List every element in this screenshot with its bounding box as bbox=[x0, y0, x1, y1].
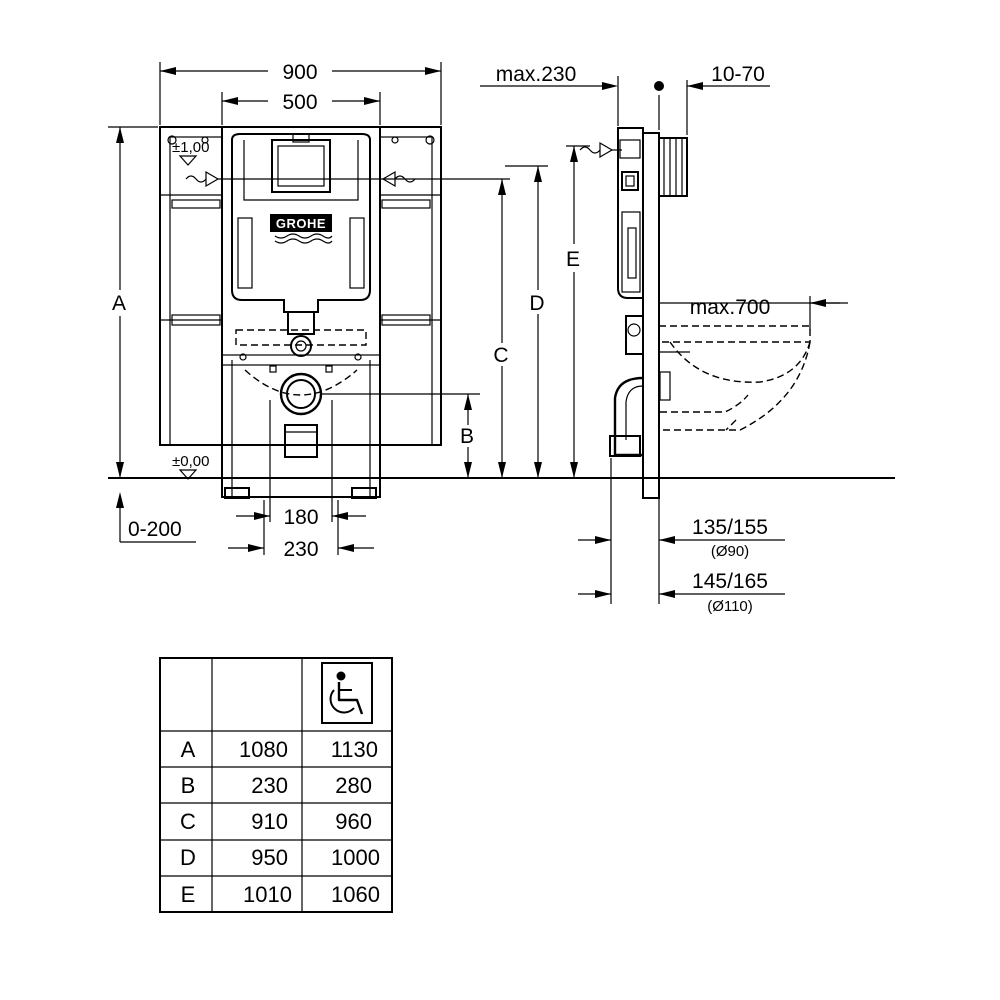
outlet-assembly bbox=[235, 311, 367, 458]
max-230-label: max.230 bbox=[496, 63, 577, 86]
dia-110-label: (Ø110) bbox=[707, 598, 753, 615]
dimension-c: C bbox=[493, 179, 509, 478]
level-marker-floor: ±0,00 bbox=[172, 453, 209, 480]
floor-adjust-label: 0-200 bbox=[128, 518, 182, 541]
water-supply-side bbox=[579, 141, 622, 159]
label-b: B bbox=[460, 425, 474, 448]
dimension-230: 230 bbox=[228, 500, 374, 561]
grohe-logo bbox=[270, 214, 332, 232]
dimension-e: E bbox=[566, 145, 590, 478]
table-row: E 1010 1060 bbox=[181, 882, 380, 907]
row-standard-value: 950 bbox=[251, 845, 288, 870]
row-key: B bbox=[181, 773, 196, 798]
table-row: D 950 1000 bbox=[180, 845, 380, 870]
spacing-230-label: 230 bbox=[283, 538, 318, 561]
row-standard-value: 910 bbox=[251, 809, 288, 834]
dimension-a: A bbox=[108, 126, 158, 478]
dimension-900: 900 bbox=[159, 61, 442, 125]
flush-plate-opening bbox=[271, 139, 331, 193]
side-view: max.230 10-70 E max.700 bbox=[480, 63, 848, 615]
dia-90-label: (Ø90) bbox=[711, 543, 749, 560]
table-row: A 1080 1130 bbox=[181, 737, 378, 762]
dimension-max-230: max.230 bbox=[480, 63, 619, 126]
dimension-floor-adjust: 0-200 bbox=[116, 492, 196, 543]
row-standard-value: 1010 bbox=[243, 882, 292, 907]
label-e: E bbox=[566, 248, 580, 271]
dimension-table: A 1080 1130 B 230 280 C 910 960 D 950 10… bbox=[159, 657, 393, 913]
dimension-135-155: 135/155 (Ø90) bbox=[578, 458, 785, 604]
dimension-145-165: 145/165 (Ø110) bbox=[578, 548, 785, 615]
row-standard-value: 1080 bbox=[239, 737, 288, 762]
dimension-500: 500 bbox=[221, 91, 381, 125]
dimension-d: D bbox=[505, 165, 548, 478]
waste-outlet bbox=[279, 372, 323, 416]
wall-bracket bbox=[658, 137, 688, 197]
row-key: D bbox=[180, 845, 196, 870]
level-floor-label: ±0,00 bbox=[172, 453, 209, 470]
row-accessible-value: 960 bbox=[335, 809, 372, 834]
label-c: C bbox=[493, 344, 508, 367]
spacing-180-label: 180 bbox=[283, 506, 318, 529]
cistern: GROHE bbox=[231, 133, 371, 313]
outer-frame bbox=[159, 126, 442, 446]
level-marker-top: ±1,00 bbox=[172, 139, 209, 166]
level-top-label: ±1,00 bbox=[172, 139, 209, 156]
range-10-70-label: 10-70 bbox=[711, 63, 765, 86]
row-standard-value: 230 bbox=[251, 773, 288, 798]
water-supply-left bbox=[185, 170, 300, 188]
row-accessible-value: 1000 bbox=[331, 845, 380, 870]
foot-right bbox=[351, 487, 377, 499]
table-row: C 910 960 bbox=[180, 809, 372, 834]
foot-left bbox=[224, 487, 250, 499]
grohe-logo-text: GROHE bbox=[276, 216, 326, 231]
dimension-180: 180 bbox=[236, 400, 366, 529]
row-accessible-value: 280 bbox=[335, 773, 372, 798]
row-key: C bbox=[180, 809, 196, 834]
waste-elbow bbox=[613, 376, 644, 457]
inner-frame bbox=[221, 126, 381, 499]
water-supply-right bbox=[300, 170, 510, 188]
dimension-b: B bbox=[322, 393, 480, 478]
width-900-label: 900 bbox=[282, 61, 317, 84]
wc-pan-outline bbox=[658, 325, 811, 431]
label-d: D bbox=[529, 292, 544, 315]
table-row: B 230 280 bbox=[181, 773, 372, 798]
wall-reference-dot bbox=[654, 81, 664, 91]
row-key: E bbox=[181, 882, 196, 907]
label-a: A bbox=[112, 292, 126, 315]
wheelchair-accessible-icon bbox=[321, 662, 373, 724]
row-key: A bbox=[181, 737, 196, 762]
dimension-10-70: 10-70 bbox=[654, 63, 770, 135]
dim-145-165-label: 145/165 bbox=[692, 570, 768, 593]
row-accessible-value: 1060 bbox=[331, 882, 380, 907]
dim-135-155-label: 135/155 bbox=[692, 516, 768, 539]
front-view: GROHE bbox=[108, 61, 895, 561]
max-700-label: max.700 bbox=[690, 296, 771, 319]
width-500-label: 500 bbox=[282, 91, 317, 114]
side-frame bbox=[609, 127, 690, 499]
row-accessible-value: 1130 bbox=[331, 737, 378, 762]
dimension-max-700: max.700 bbox=[659, 296, 848, 330]
